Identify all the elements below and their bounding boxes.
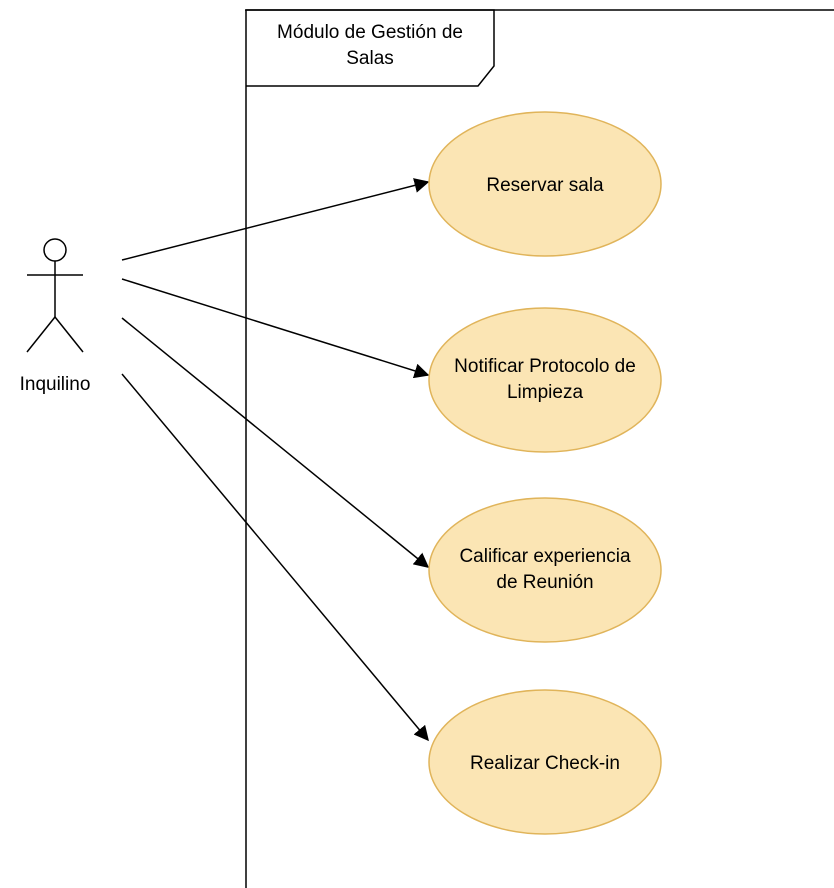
use-case-label: Realizar Check-in	[470, 753, 620, 774]
use-case-reservar-sala: Reservar sala	[428, 111, 662, 257]
use-case-ellipse	[428, 689, 662, 835]
association-arrow-realizar-checkin	[121, 373, 429, 742]
use-case-realizar-checkin: Realizar Check-in	[428, 689, 662, 835]
use-case-ellipse	[428, 497, 662, 643]
actor-inquilino: Inquilino	[20, 238, 91, 395]
association-arrow-reservar-sala	[121, 178, 430, 261]
frame-title-line-2: Salas	[346, 48, 394, 69]
use-case-label-line-2: Limpieza	[507, 382, 583, 403]
system-boundary: Módulo de Gestión de Salas	[245, 9, 834, 888]
actor-right-leg	[54, 316, 84, 353]
use-case-notificar-protocolo: Notificar Protocolo de Limpieza	[428, 307, 662, 453]
use-case-label-line-1: Calificar experiencia	[459, 546, 631, 567]
use-case-ellipse	[428, 307, 662, 453]
frame-title-tab	[246, 9, 495, 87]
actor-left-leg	[26, 316, 56, 353]
use-case-label-line-2: de Reunión	[496, 572, 593, 593]
use-case-label-line-1: Notificar Protocolo de	[454, 356, 636, 377]
associations	[121, 178, 430, 742]
association-arrow-calificar-experiencia	[121, 317, 430, 568]
actor-label: Inquilino	[20, 374, 91, 395]
actor-head	[43, 238, 67, 262]
use-case-calificar-experiencia: Calificar experiencia de Reunión	[428, 497, 662, 643]
association-arrow-notificar-protocolo	[121, 278, 430, 379]
use-case-ellipse	[428, 111, 662, 257]
frame-title-line-1: Módulo de Gestión de	[277, 22, 463, 43]
use-case-label: Reservar sala	[486, 175, 604, 196]
